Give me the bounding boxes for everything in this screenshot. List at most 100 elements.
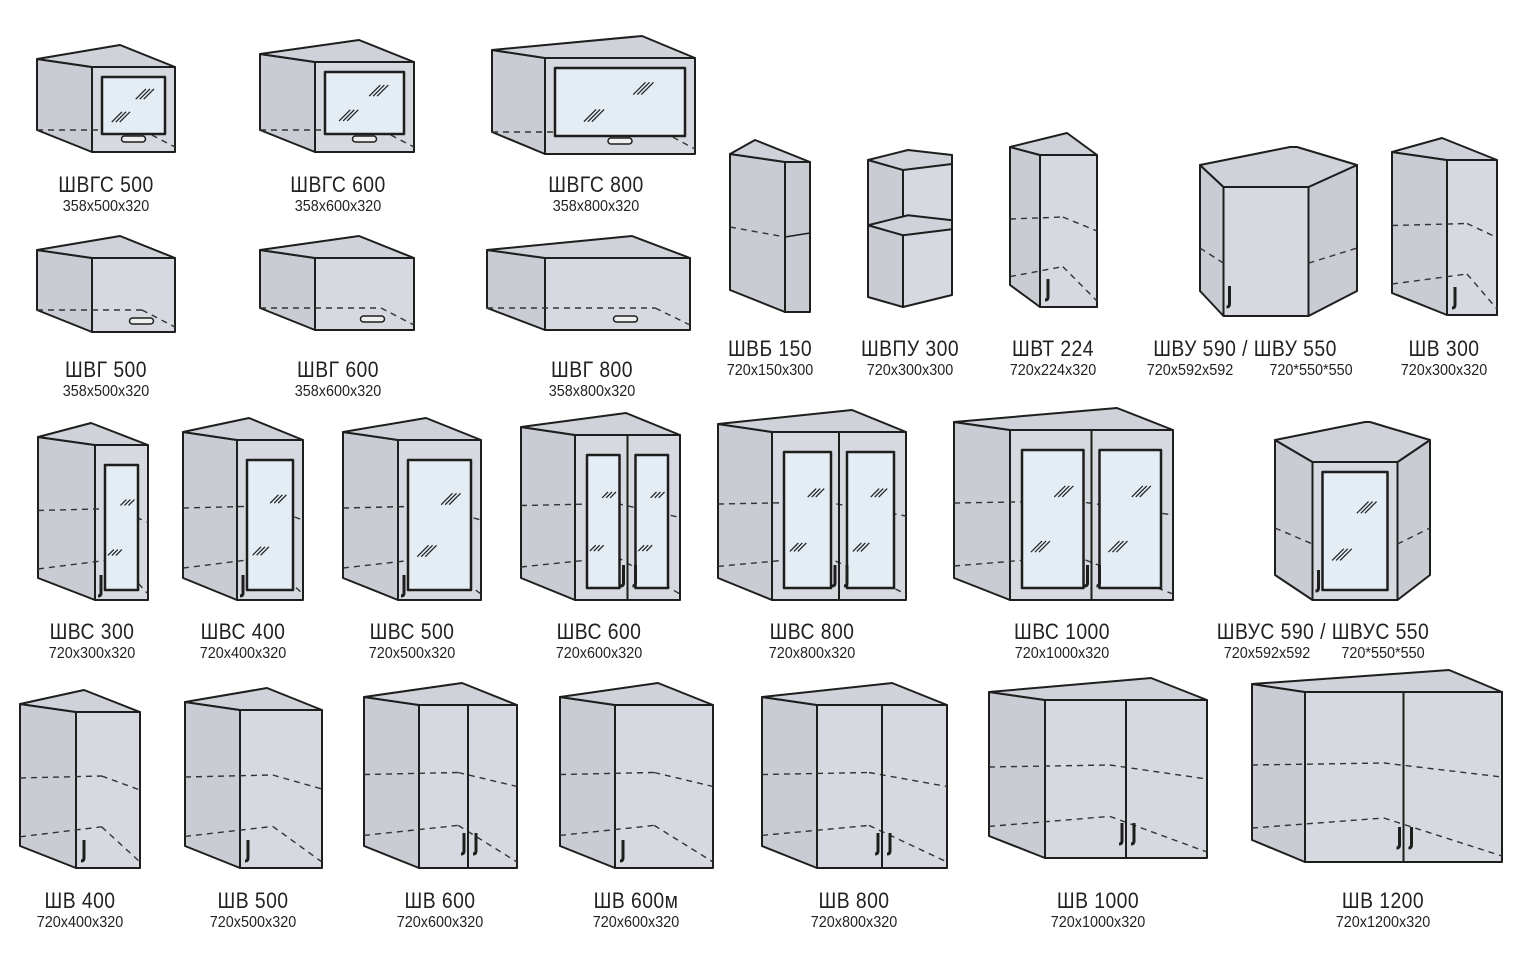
cabinet-dimensions: 720x300x320	[48, 645, 136, 662]
cabinet-name: ШВС 400	[200, 619, 286, 644]
door-handle-icon	[1084, 565, 1089, 588]
door-handle-icon	[632, 565, 637, 588]
glass-reflection-mark	[111, 111, 123, 123]
glass-reflection-mark	[124, 499, 131, 506]
glass-reflection-mark	[860, 542, 870, 552]
shelf-line	[784, 232, 811, 238]
cabinet-15	[520, 412, 681, 601]
glass-reflection-mark	[252, 546, 262, 556]
cabinet-name: ШВ 400	[44, 888, 116, 913]
cabinet-18	[1274, 421, 1431, 601]
shelf	[867, 214, 953, 237]
side-panel	[36, 58, 93, 153]
side-panel	[184, 701, 241, 869]
cabinet-name: ШВ 800	[818, 888, 890, 913]
cabinet-dimensions: 720x1000x320	[1014, 645, 1110, 662]
cabinet-dimensions: 720x1000x320	[1050, 914, 1146, 931]
hidden-edge-line	[19, 826, 102, 838]
glass-panel	[103, 463, 140, 592]
cabinet-name: ШВ 1200	[1341, 888, 1425, 913]
cabinet-dimensions: 720x1200x320	[1335, 914, 1431, 931]
cabinet-name: ШВГ 800	[551, 357, 633, 382]
glass-reflection-mark	[1115, 540, 1128, 553]
glass-reflection-mark	[591, 109, 605, 123]
cabinet-name: ШВС 500	[369, 619, 455, 644]
cabinet-22	[559, 682, 714, 869]
cabinet-dimensions: 720x300x300	[866, 362, 954, 379]
door-handle-icon	[1408, 827, 1413, 850]
glass-reflection-mark	[1335, 548, 1349, 561]
shelf-line	[1199, 247, 1224, 264]
glass-reflection-mark	[852, 542, 862, 552]
door-handle-icon	[472, 833, 478, 856]
cabinet-7	[729, 139, 811, 313]
cabinet-dimensions: 358x500x320	[62, 383, 150, 400]
cabinet-name: ШВБ 150	[727, 336, 813, 361]
cabinet-5	[259, 235, 415, 331]
glass-reflection-mark	[1131, 485, 1144, 498]
cabinet-name: ШВС 600	[556, 619, 642, 644]
cabinet-name: ШВПУ 300	[860, 336, 960, 361]
glass-reflection-mark	[448, 492, 461, 506]
glass-reflection-mark	[807, 488, 817, 498]
shelf-line	[1274, 527, 1313, 545]
shelf-line	[37, 507, 117, 512]
shelf-line	[1383, 762, 1503, 778]
glass-reflection-mark	[609, 491, 617, 499]
front-face	[614, 704, 714, 869]
side-panel	[182, 431, 238, 601]
shelf-line	[101, 775, 141, 791]
glass-reflection-mark	[637, 544, 645, 552]
hidden-edge-line	[342, 557, 432, 569]
glass-panel	[845, 450, 896, 590]
cabinet-name: ШВС 300	[49, 619, 135, 644]
cabinet-name: ШВГС 600	[290, 172, 386, 197]
shelf-line	[761, 771, 870, 776]
door-handle-icon	[843, 565, 849, 588]
glass-reflection-mark	[111, 549, 119, 556]
glass-reflection-mark	[120, 499, 127, 506]
glass-reflection-mark	[346, 109, 359, 122]
side-panel	[363, 696, 420, 869]
door-handle-icon	[239, 575, 245, 598]
glass-reflection-mark	[797, 542, 807, 552]
glass-reflection-mark	[139, 88, 151, 100]
glass-reflection-mark	[597, 544, 605, 552]
door-handle-icon	[120, 135, 147, 143]
glass-reflection-mark	[416, 544, 429, 558]
door-handle-icon	[80, 840, 86, 863]
glass-reflection-mark	[815, 488, 825, 498]
glass-reflection-mark	[444, 492, 457, 506]
cabinet-dimensions: 720x600x320	[555, 645, 643, 662]
front-face	[314, 257, 415, 331]
cabinet-dimensions: 720x800x320	[810, 914, 898, 931]
glass-panel	[1020, 448, 1085, 590]
hidden-edge-line	[1466, 273, 1498, 310]
top-panel	[486, 235, 691, 259]
glass-reflection-mark	[593, 544, 601, 552]
side-panel	[1251, 683, 1306, 863]
glass-reflection-mark	[1034, 540, 1047, 553]
cabinet-dimensions: 720x500x320	[368, 645, 456, 662]
door-handle-icon	[831, 565, 837, 588]
cabinet-10	[1199, 146, 1358, 317]
glass-reflection-mark	[277, 494, 287, 504]
side-panel	[520, 426, 576, 601]
top-panel	[1199, 146, 1358, 188]
cabinet-name: ШВ 500	[217, 888, 289, 913]
cabinet-name: ШВС 800	[769, 619, 855, 644]
cabinet-dimensions: 358x600x320	[294, 383, 382, 400]
door-handle-icon	[1396, 827, 1401, 850]
glass-panel	[634, 453, 670, 590]
glass-reflection-mark	[1339, 548, 1353, 561]
glass-panel	[782, 450, 833, 590]
top-panel	[1274, 421, 1431, 463]
glass-panel	[100, 75, 167, 136]
glass-reflection-mark	[1135, 485, 1148, 498]
cabinet-dimensions: 720x400x320	[36, 914, 124, 931]
side-panel	[717, 423, 773, 601]
glass-reflection-mark	[587, 109, 601, 123]
glass-reflection-mark	[874, 488, 884, 498]
cabinet-dimensions: 358x600x320	[294, 198, 382, 215]
